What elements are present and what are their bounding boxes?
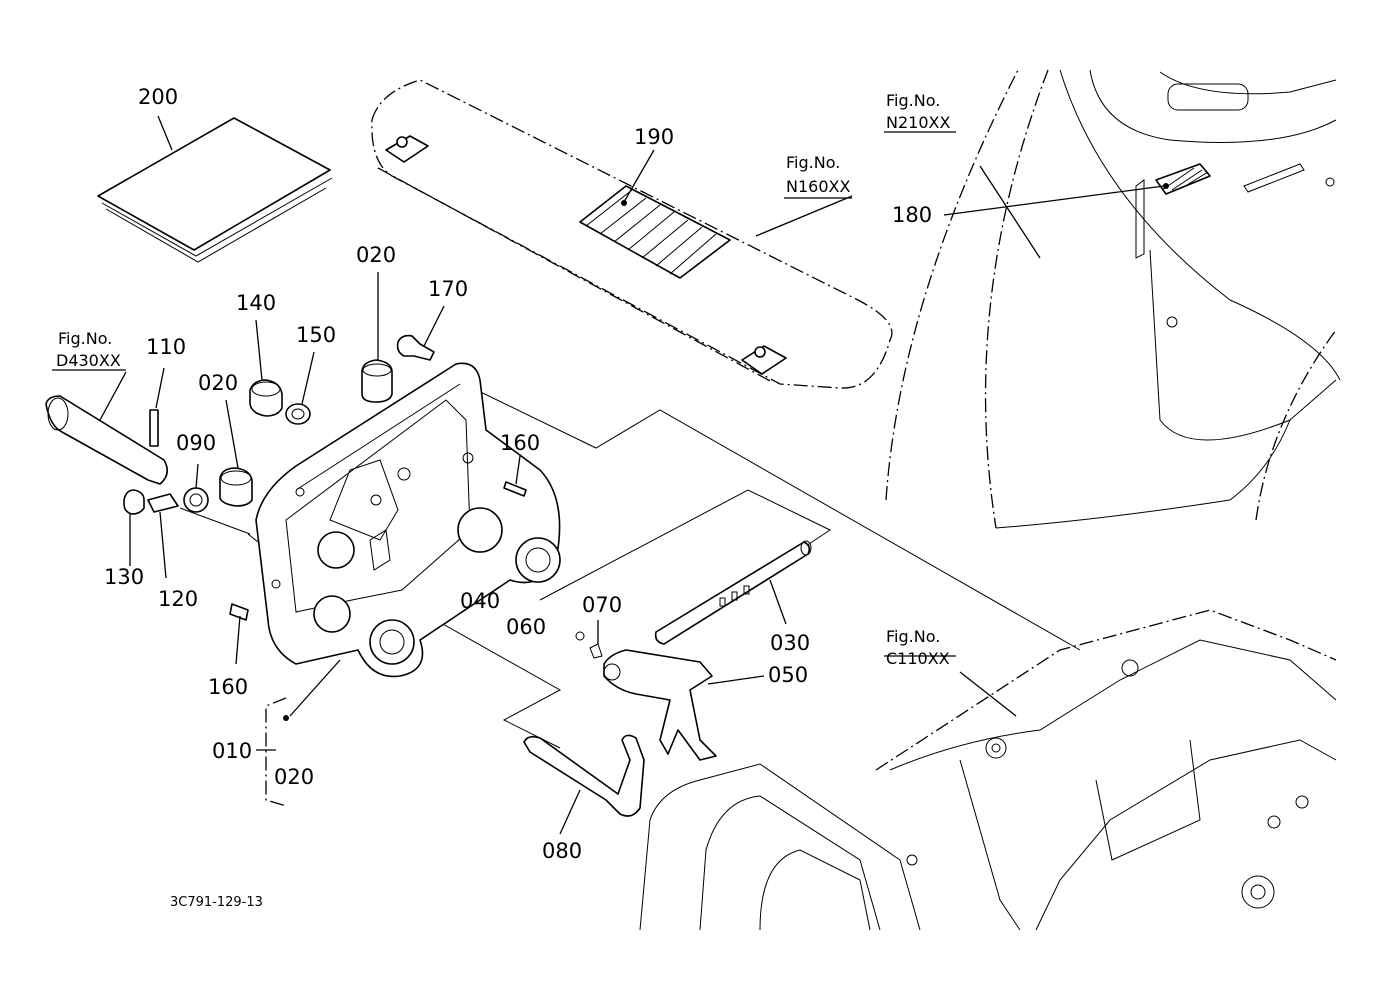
bushing-drawings bbox=[219, 272, 393, 507]
label-020-bracket: 020 bbox=[274, 765, 314, 789]
fig-label-n160: Fig.No. bbox=[786, 153, 840, 172]
label-170: 170 bbox=[428, 277, 468, 301]
fig-label-c110: Fig.No. bbox=[886, 627, 940, 646]
label-020-left: 020 bbox=[198, 371, 238, 395]
label-090: 090 bbox=[176, 431, 216, 455]
part-labels: 200 190 180 170 160 160 150 140 130 120 … bbox=[104, 85, 932, 863]
fig-label-n210: Fig.No. bbox=[886, 91, 940, 110]
plug-and-seal-drawings bbox=[249, 319, 315, 425]
fig-ref-n210: N210XX bbox=[886, 113, 950, 132]
reference-lines bbox=[179, 381, 1081, 749]
label-180: 180 bbox=[892, 203, 932, 227]
label-060: 060 bbox=[506, 615, 546, 639]
label-120: 120 bbox=[158, 587, 198, 611]
bolt-drawing bbox=[396, 305, 445, 361]
label-140: 140 bbox=[236, 291, 276, 315]
label-050: 050 bbox=[768, 663, 808, 687]
label-030: 030 bbox=[770, 631, 810, 655]
label-160-top: 160 bbox=[500, 431, 540, 455]
label-070: 070 bbox=[582, 593, 622, 617]
fig-label-d430: Fig.No. bbox=[58, 329, 112, 348]
fig-ref-c110: C110XX bbox=[886, 649, 950, 668]
label-080: 080 bbox=[542, 839, 582, 863]
shaft-assembly-drawing bbox=[45, 367, 209, 579]
cabin-panel-drawing bbox=[884, 69, 1341, 529]
pin-drawings bbox=[229, 455, 527, 665]
gear-case-drawing bbox=[255, 362, 561, 721]
label-150: 150 bbox=[296, 323, 336, 347]
assembly-bracket bbox=[256, 697, 287, 807]
fig-ref-n160: N160XX bbox=[786, 177, 850, 196]
label-020-top: 020 bbox=[356, 243, 396, 267]
fig-ref-d430: D430XX bbox=[56, 351, 121, 370]
manual-booklet-drawing bbox=[97, 115, 333, 263]
label-130: 130 bbox=[104, 565, 144, 589]
sun-visor-drawing bbox=[371, 79, 893, 389]
figure-references: Fig.No. D430XX Fig.No. N160XX Fig.No. N2… bbox=[56, 91, 950, 668]
diagram-code: 3C791-129-13 bbox=[170, 895, 263, 910]
shifter-assembly-drawing bbox=[523, 540, 812, 835]
label-200: 200 bbox=[138, 85, 178, 109]
label-190: 190 bbox=[634, 125, 674, 149]
label-110: 110 bbox=[146, 335, 186, 359]
label-010: 010 bbox=[212, 739, 252, 763]
label-160-bottom: 160 bbox=[208, 675, 248, 699]
label-040: 040 bbox=[460, 589, 500, 613]
transmission-housing-drawing bbox=[639, 609, 1337, 931]
